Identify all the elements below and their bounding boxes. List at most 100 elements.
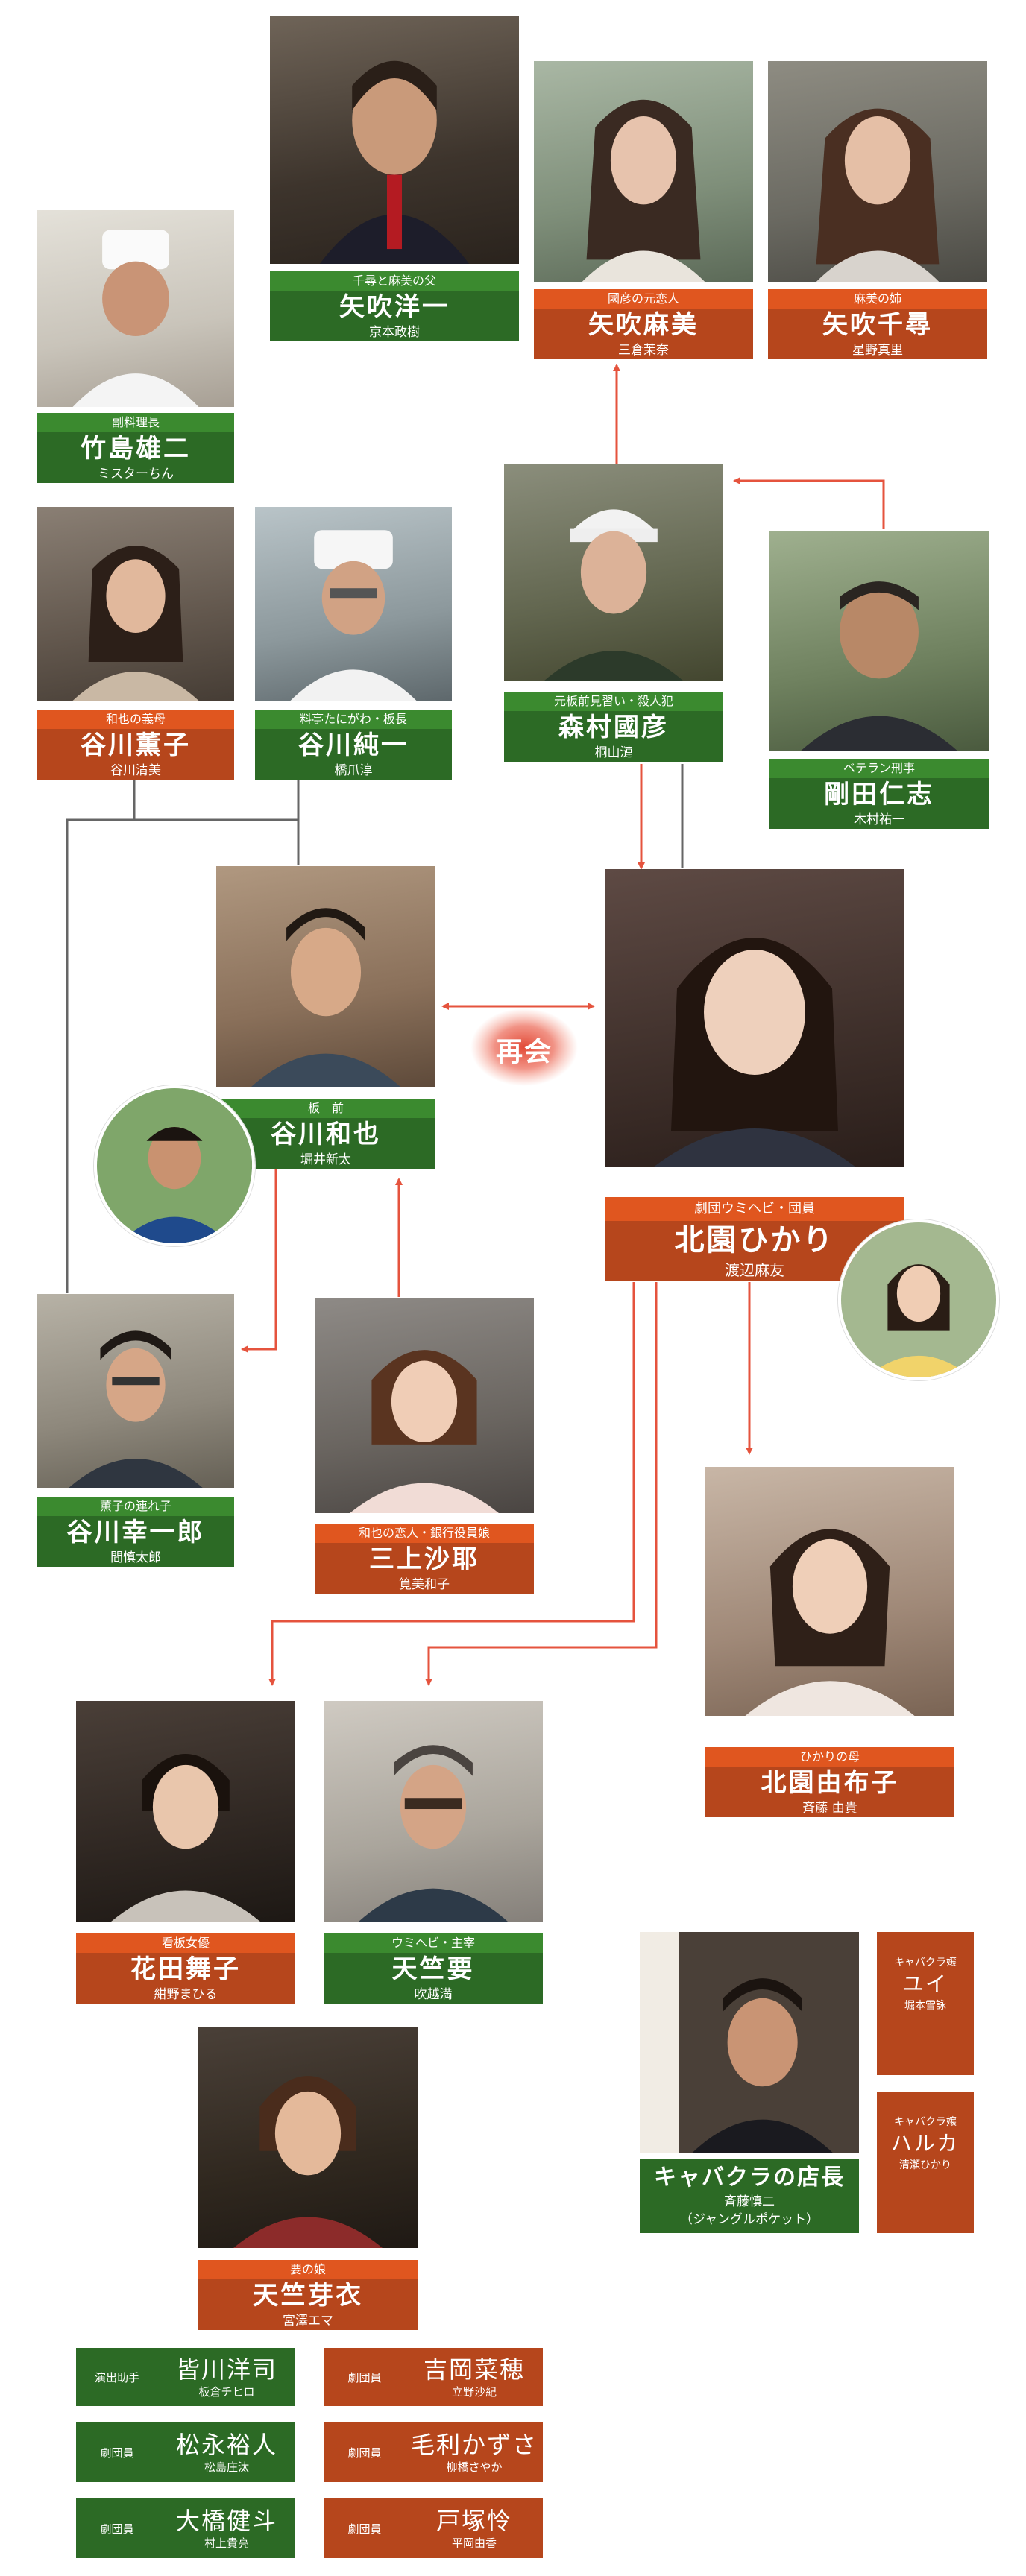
card-yabuki-chihiro[interactable]: 麻美の姉 矢吹千尋 星野真里 — [768, 61, 987, 359]
character-role: 料亭たにがわ・板長 — [255, 710, 452, 729]
actor-name: 谷川清美 — [110, 763, 161, 778]
card-takeshima-yuji[interactable]: 副料理長 竹島雄二 ミスターちん — [37, 210, 234, 483]
character-name: ユイ — [901, 1972, 948, 1996]
troupe-member[interactable]: 劇団員 吉岡菜穂立野沙紀 — [324, 2348, 543, 2406]
character-role: 國彦の元恋人 — [534, 289, 753, 309]
character-caption: 元板前見習い・殺人犯 森村國彦 桐山漣 — [504, 692, 723, 762]
actor-name: 清瀬ひかり — [899, 2159, 951, 2171]
card-tenjiku-mei[interactable]: 要の娘 天竺芽衣 宮澤エマ — [198, 2027, 418, 2330]
character-caption: 要の娘 天竺芽衣 宮澤エマ — [198, 2260, 418, 2330]
character-name: 花田舞子 — [130, 1954, 241, 1984]
portrait-photo — [640, 1932, 859, 2153]
actor-name: 斉藤 由貴 — [802, 1801, 857, 1816]
card-mikami-saya[interactable]: 和也の恋人・銀行役員娘 三上沙耶 筧美和子 — [315, 1298, 534, 1594]
portrait-photo — [534, 61, 753, 282]
character-role: 劇団ウミヘビ・団員 — [605, 1197, 904, 1221]
card-tanigawa-kaoruko[interactable]: 和也の義母 谷川薫子 谷川清美 — [37, 507, 234, 780]
actor-name: 橋爪淳 — [334, 763, 373, 778]
member-role: 劇団員 — [347, 2522, 382, 2536]
family-line-koichiro — [66, 818, 134, 1293]
character-name: 谷川薫子 — [81, 730, 191, 760]
actor-name: 桐山漣 — [594, 745, 633, 760]
character-caption: 和也の義母 谷川薫子 谷川清美 — [37, 710, 234, 780]
character-role: ひかりの母 — [705, 1747, 954, 1767]
character-role: 和也の恋人・銀行役員娘 — [315, 1524, 534, 1543]
character-caption: 劇団ウミヘビ・団員 北園ひかり 渡辺麻友 — [605, 1197, 904, 1281]
character-caption: 板 前 谷川和也 堀井新太 — [216, 1099, 435, 1169]
member-name: 松永裕人 — [175, 2431, 277, 2459]
card-morimura-kunihiko[interactable]: 元板前見習い・殺人犯 森村國彦 桐山漣 — [504, 464, 723, 762]
member-role: 劇団員 — [347, 2446, 382, 2460]
member-name: 戸塚怜 — [435, 2507, 512, 2535]
character-caption: キャバクラの店長 斉藤慎二 （ジャングルポケット） — [640, 2159, 859, 2233]
portrait-photo — [504, 464, 723, 681]
member-role: 演出助手 — [94, 2370, 139, 2384]
character-role: キャバクラ嬢 — [894, 2116, 957, 2128]
portrait-photo — [605, 869, 904, 1167]
reunion-burst — [470, 1008, 578, 1086]
card-hostess-yui[interactable]: キャバクラ嬢 ユイ 堀本雪詠 — [877, 1932, 974, 2075]
troupe-member[interactable]: 劇団員 毛利かずさ柳橋さやか — [324, 2422, 543, 2482]
member-role: 劇団員 — [100, 2446, 134, 2460]
card-yabuki-asami[interactable]: 國彦の元恋人 矢吹麻美 三倉茉奈 — [534, 61, 753, 359]
character-role: 麻美の姉 — [768, 289, 987, 309]
family-line-kaoruko — [133, 775, 300, 865]
card-tanigawa-kazuya[interactable]: 板 前 谷川和也 堀井新太 — [216, 866, 435, 1169]
character-role: 副料理長 — [37, 413, 234, 432]
member-name: 大橋健斗 — [175, 2507, 277, 2535]
card-tanigawa-junichi[interactable]: 料亭たにがわ・板長 谷川純一 橋爪淳 — [255, 507, 452, 780]
card-caba-owner[interactable]: キャバクラの店長 斉藤慎二 （ジャングルポケット） — [640, 1932, 859, 2233]
arrow-gouda-kunihiko — [733, 477, 885, 529]
member-name: 皆川洋司 — [175, 2355, 277, 2384]
reunion-label: 再会 — [495, 1036, 553, 1067]
card-yabuki-yoichi[interactable]: 千尋と麻美の父 矢吹洋一 京本政樹 — [270, 16, 519, 341]
actor-name: 木村祐一 — [854, 812, 904, 827]
troupe-member[interactable]: 劇団員 戸塚怜平岡由香 — [324, 2498, 543, 2558]
actor-name: 斉藤慎二 — [724, 2194, 775, 2209]
character-name: 谷川和也 — [271, 1120, 381, 1149]
character-name: 谷川幸一郎 — [66, 1518, 205, 1547]
card-hanada-maiko[interactable]: 看板女優 花田舞子 紺野まひる — [76, 1701, 295, 2004]
portrait-photo — [37, 1294, 234, 1488]
portrait-photo — [37, 210, 234, 407]
character-caption: 副料理長 竹島雄二 ミスターちん — [37, 413, 234, 483]
character-name: 森村國彦 — [558, 713, 669, 742]
actor-name: 堀本雪詠 — [904, 2000, 946, 2012]
character-role: 和也の義母 — [37, 710, 234, 729]
card-hostess-haruka[interactable]: キャバクラ嬢 ハルカ 清瀬ひかり — [877, 2092, 974, 2233]
card-kitazono-hikari[interactable]: 劇団ウミヘビ・団員 北園ひかり 渡辺麻友 — [605, 869, 904, 1281]
character-name: 谷川純一 — [298, 730, 409, 760]
arrow-hikari-kaname — [425, 1282, 658, 1686]
portrait-photo — [216, 866, 435, 1087]
actor-name: 堀井新太 — [300, 1152, 351, 1167]
portrait-photo — [198, 2027, 418, 2248]
character-caption: ひかりの母 北園由布子 斉藤 由貴 — [705, 1747, 954, 1817]
arrow-hikari-maiko — [268, 1282, 635, 1686]
character-name: ハルカ — [890, 2131, 960, 2156]
card-tenjiku-kaname[interactable]: ウミヘビ・主宰 天竺要 吹越満 — [324, 1701, 543, 2004]
actor-name: 三倉茉奈 — [618, 343, 669, 358]
character-caption: ベテラン刑事 剛田仁志 木村祐一 — [770, 759, 989, 829]
character-caption: 料亭たにがわ・板長 谷川純一 橋爪淳 — [255, 710, 452, 780]
portrait-photo — [270, 16, 519, 264]
actor-name: 筧美和子 — [399, 1577, 450, 1592]
card-kitazono-yukiko[interactable]: ひかりの母 北園由布子 斉藤 由貴 — [705, 1467, 954, 1817]
character-caption: 看板女優 花田舞子 紺野まひる — [76, 1933, 295, 2004]
troupe-member[interactable]: 劇団員 松永裕人松島庄汰 — [76, 2422, 295, 2482]
actor-name: 間慎太郎 — [110, 1550, 161, 1565]
character-name: 竹島雄二 — [81, 434, 191, 464]
card-tanigawa-koichiro[interactable]: 薫子の連れ子 谷川幸一郎 間慎太郎 — [37, 1294, 234, 1567]
portrait-photo — [324, 1701, 543, 1922]
character-name: 矢吹洋一 — [339, 292, 450, 322]
character-caption: 麻美の姉 矢吹千尋 星野真里 — [768, 289, 987, 359]
character-name: キャバクラの店長 — [654, 2165, 845, 2191]
troupe-member[interactable]: 劇団員 大橋健斗村上貴亮 — [76, 2498, 295, 2558]
character-name: 天竺要 — [391, 1954, 475, 1984]
card-gouda-hitoshi[interactable]: ベテラン刑事 剛田仁志 木村祐一 — [770, 531, 989, 829]
character-caption: ウミヘビ・主宰 天竺要 吹越満 — [324, 1933, 543, 2004]
portrait-photo — [705, 1467, 954, 1716]
character-name: 天竺芽衣 — [253, 2281, 363, 2311]
character-name: 矢吹千尋 — [822, 310, 933, 340]
troupe-member[interactable]: 演出助手 皆川洋司板倉チヒロ — [76, 2348, 295, 2406]
